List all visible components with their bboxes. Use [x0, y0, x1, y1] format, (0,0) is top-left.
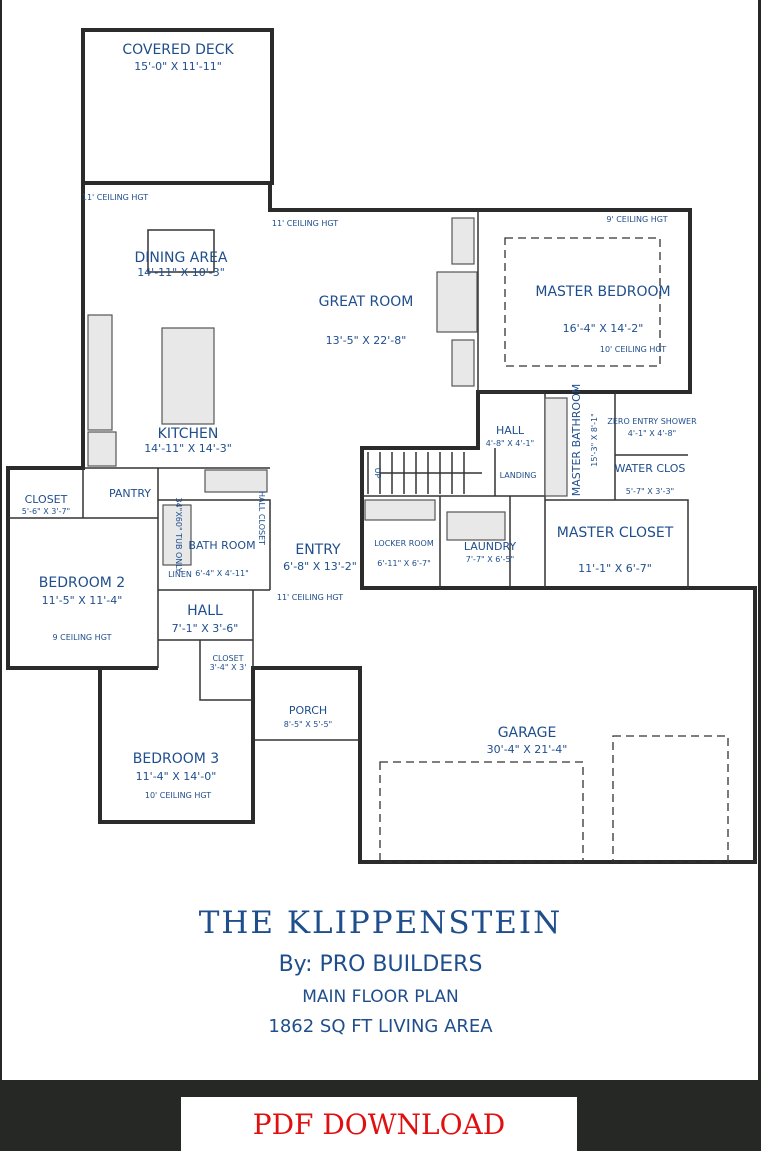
exterior-wall	[6, 181, 757, 864]
master-wing-walls	[362, 210, 689, 588]
label-porch: PORCH	[289, 704, 327, 717]
tray-ceiling-outline	[504, 237, 661, 367]
label-dining: DINING AREA	[134, 250, 227, 266]
room-dimension: 13'-5" X 22'-8"	[326, 334, 407, 347]
room-dimension: 3'-4" X 3'	[210, 663, 247, 672]
label-covered-deck: COVERED DECK	[122, 42, 234, 58]
room-dimension: 15'-3" X 8'-1"	[590, 413, 599, 467]
room-dimension: 4'-8" X 4'-1"	[486, 439, 534, 448]
room-labels: COVERED DECK 15'-0" X 11'-11" DINING ARE…	[22, 42, 697, 800]
room-dimension: 5'-7" X 3'-3"	[626, 487, 674, 496]
label-hall: HALL	[496, 424, 525, 437]
room-dimension: 6'-4" X 4'-11"	[195, 569, 249, 578]
room-dimension: 4'-1" X 4'-8"	[628, 429, 676, 438]
label-bedroom-2: BEDROOM 2	[39, 575, 125, 591]
label-shower: ZERO ENTRY SHOWER	[607, 417, 697, 426]
room-dimension: 5'-6" X 3'-7"	[22, 507, 70, 516]
pdf-download-button[interactable]: PDF DOWNLOAD	[181, 1097, 577, 1151]
fireplace	[436, 271, 478, 333]
label-closet: CLOSET	[25, 493, 68, 506]
label-linen: LINEN	[168, 570, 192, 579]
label-master-closet: MASTER CLOSET	[557, 525, 674, 541]
label-bathroom: BATH ROOM	[188, 539, 255, 552]
room-dimension: 7'-7" X 6'-5"	[466, 555, 514, 564]
room-dimension: 6'-11" X 6'-7"	[377, 559, 431, 568]
label-master-bathroom: MASTER BATHROOM	[570, 384, 583, 496]
label-closet-2: CLOSET	[212, 654, 243, 663]
garage-door-right	[612, 735, 729, 863]
room-dimension: 7'-1" X 3'-6"	[172, 622, 239, 635]
label-garage: GARAGE	[498, 725, 557, 741]
label-hall-closet: HALL CLOSET	[257, 491, 266, 545]
kitchen-counter	[87, 314, 113, 431]
garage-door-left	[379, 761, 584, 863]
bathtub	[162, 504, 192, 566]
ceiling-note: 9 CEILING HGT	[53, 633, 112, 642]
ceiling-note: 11' CEILING HGT	[272, 219, 338, 228]
locker-bench	[364, 499, 436, 521]
label-landing: LANDING	[500, 471, 537, 480]
room-dimension: 14'-11" X 10'-3"	[137, 266, 225, 279]
label-master-bedroom: MASTER BEDROOM	[535, 284, 670, 300]
label-tub-note: 34"X60" TUB ONLY	[174, 497, 183, 572]
living-area: 1862 SQ FT LIVING AREA	[268, 1016, 493, 1037]
stairs	[367, 448, 496, 496]
built-in-1	[451, 217, 475, 265]
label-laundry: LAUNDRY	[464, 540, 517, 553]
builder-name: By: PRO BUILDERS	[278, 952, 483, 977]
label-water-closet: WATER CLOS	[615, 462, 686, 475]
counter	[204, 469, 268, 493]
built-in-2	[451, 339, 475, 387]
label-hall-2: HALL	[187, 603, 223, 619]
washer-dryer	[446, 511, 506, 541]
label-bedroom-3: BEDROOM 3	[133, 751, 219, 767]
label-entry: ENTRY	[295, 542, 341, 558]
label-up: UP	[373, 468, 382, 479]
label-kitchen: KITCHEN	[158, 426, 219, 442]
dining-table	[147, 229, 215, 273]
ceiling-note: 11' CEILING HGT	[82, 193, 148, 202]
kitchen-island	[161, 327, 215, 425]
room-dimension: 6'-8" X 13'-2"	[283, 560, 357, 573]
bedroom-wing-walls	[8, 467, 360, 741]
range	[87, 431, 117, 467]
room-dimension: 16'-4" X 14'-2"	[563, 322, 644, 335]
room-dimension: 30'-4" X 21'-4"	[487, 743, 568, 756]
ceiling-note: 10' CEILING HGT	[600, 345, 666, 354]
label-locker-room: LOCKER ROOM	[374, 539, 434, 548]
room-dimension: 11'-4" X 14'-0"	[136, 770, 217, 783]
plan-type: MAIN FLOOR PLAN	[302, 987, 459, 1007]
label-pantry: PANTRY	[109, 487, 151, 500]
floor-plan: COVERED DECK 15'-0" X 11'-11" DINING ARE…	[6, 28, 757, 864]
ceiling-note: 10' CEILING HGT	[145, 791, 211, 800]
room-dimension: 14'-11" X 14'-3"	[144, 442, 232, 455]
plan-title: THE KLIPPENSTEIN	[198, 905, 563, 941]
room-dimension: 11'-5" X 11'-4"	[42, 594, 123, 607]
ceiling-note: 9' CEILING HGT	[606, 215, 667, 224]
room-dimension: 8'-5" X 5'-5"	[284, 720, 332, 729]
ceiling-note: 11' CEILING HGT	[277, 593, 343, 602]
label-great-room: GREAT ROOM	[319, 294, 414, 310]
vanity	[544, 397, 568, 497]
room-dimension: 11'-1" X 6'-7"	[578, 562, 652, 575]
room-dimension: 15'-0" X 11'-11"	[134, 60, 222, 73]
